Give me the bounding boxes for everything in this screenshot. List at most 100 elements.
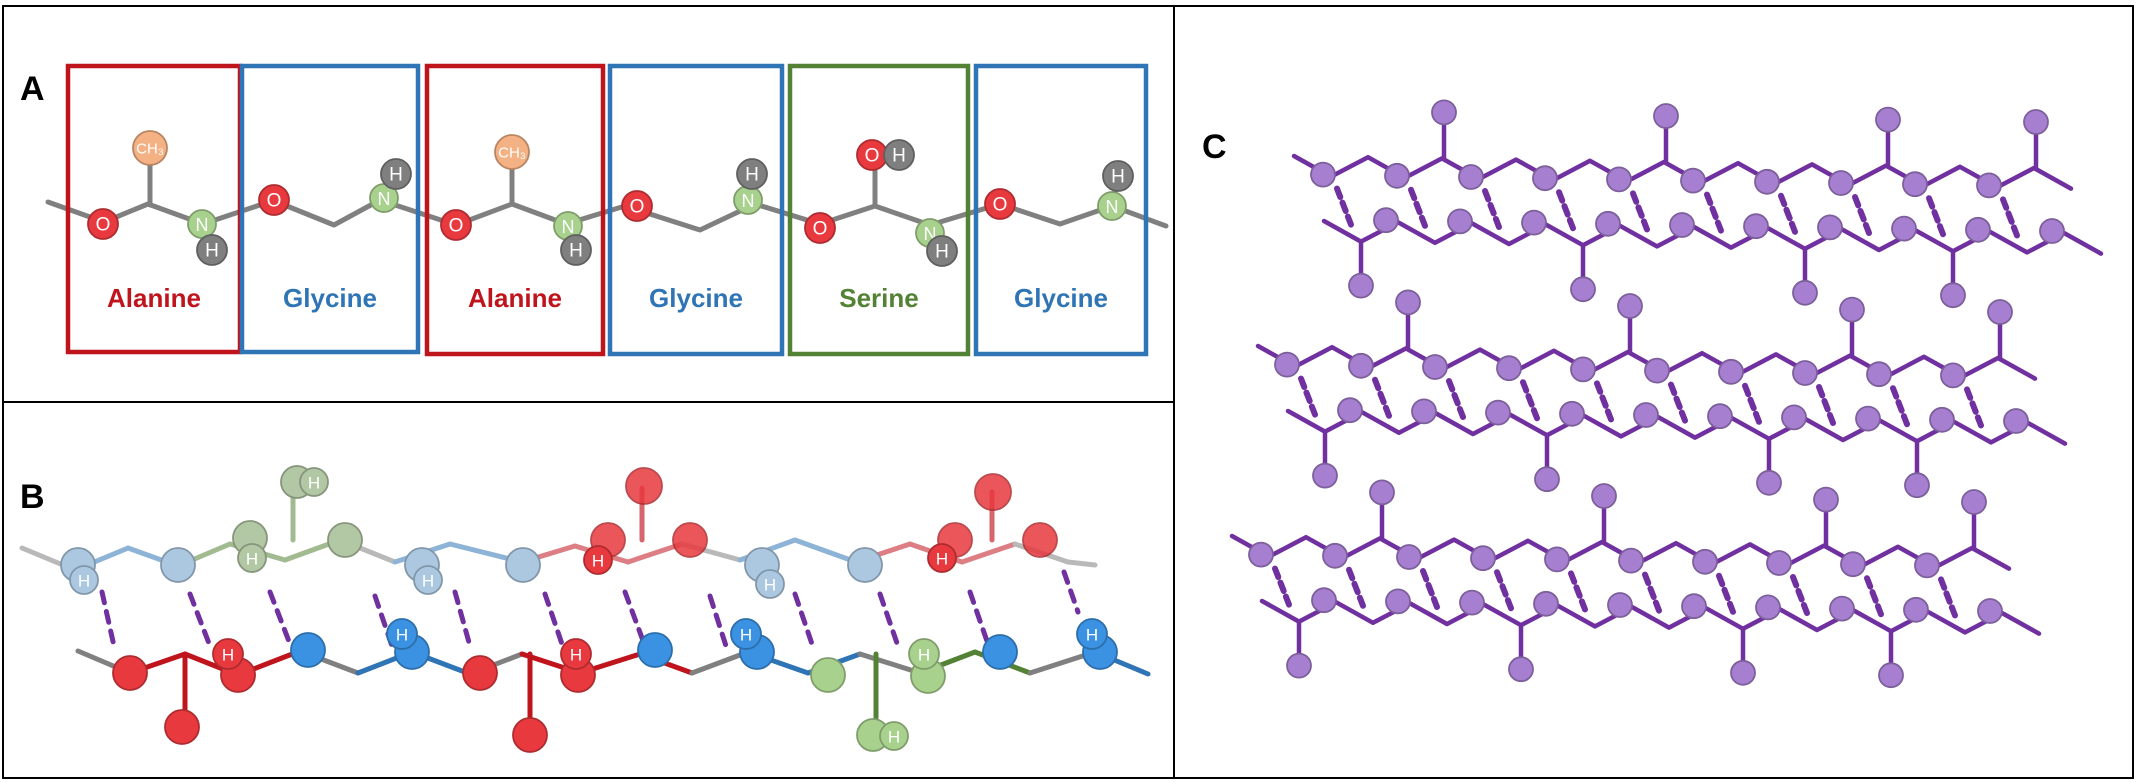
bottom-hydrogen-atom-circle	[730, 618, 762, 650]
sheet-strand-atom	[1385, 588, 1411, 615]
sheet-strand-atom-circle	[1681, 593, 1707, 620]
sheet-strand-atom-circle	[1829, 595, 1855, 622]
nitrogen-atom-label: N	[742, 191, 755, 211]
sheet-side-atom-circle	[1591, 483, 1617, 509]
residue-label: Alanine	[107, 283, 201, 313]
bottom-hydrogen-atom-label: H	[918, 646, 930, 665]
sheet-side-atom	[1875, 106, 1901, 133]
sheet-strand-atom-circle	[1743, 213, 1769, 240]
sheet-side-atom	[1431, 99, 1457, 126]
sheet-strand-atom-circle	[1929, 406, 1955, 433]
sheet-hydrogen-bond	[1298, 375, 1318, 418]
sheet-strand-atom-circle	[1754, 168, 1780, 195]
sheet-strand-atom-circle	[1348, 352, 1374, 379]
sheet-strand-atom-circle	[1792, 360, 1818, 386]
bottom-chain-atom-circle	[637, 632, 673, 668]
sheet-strand-atom	[1570, 356, 1596, 383]
bottom-chain-atom	[290, 632, 326, 668]
sheet-strand-atom	[1929, 406, 1955, 433]
oxygen-atom: O	[804, 212, 836, 244]
sheet-side-atom-circle	[1534, 466, 1560, 493]
sheet-strand-atom-circle	[1532, 165, 1558, 192]
oxygen-atom: O	[984, 188, 1016, 220]
sheet-strand-atom-circle	[1373, 207, 1399, 234]
sheet-side-atom	[1653, 103, 1679, 129]
sheet-hydrogen-bond	[1816, 384, 1836, 426]
sheet-side-atom-circle	[1570, 276, 1596, 303]
residue-label: Glycine	[1014, 283, 1108, 313]
bottom-chain-atom	[112, 655, 148, 691]
sheet-side-atom-circle	[1875, 106, 1901, 133]
serine-hydrogen-atom: H	[879, 721, 909, 751]
sheet-strand-atom	[1618, 547, 1644, 574]
sheet-strand-atom	[1411, 398, 1437, 425]
sheet-side-atom	[1591, 483, 1617, 509]
serine-hydrogen-atom-circle	[299, 467, 329, 497]
sheet-side-atom	[1348, 272, 1374, 299]
oxygen-atom-circle	[87, 208, 119, 240]
top-hydrogen-atom-label: H	[592, 552, 604, 571]
sheet-strand-atom-circle	[1976, 172, 2002, 199]
bottom-hydrogen-atom: H	[560, 638, 592, 670]
bottom-hydrogen-atom-label: H	[396, 626, 408, 645]
sheet-strand-atom-circle	[1470, 545, 1496, 572]
oxygen-atom-label: O	[267, 191, 282, 212]
sheet-side-atom	[1312, 462, 1338, 489]
sheet-side-atom	[1813, 486, 1839, 513]
sheet-hydrogen-bond	[1642, 571, 1662, 614]
hydrogen-atom-label: H	[745, 165, 759, 186]
residue-label: Alanine	[468, 283, 562, 313]
sheet-strand-atom	[1311, 587, 1337, 614]
bottom-hydrogen-atom-label: H	[570, 646, 582, 665]
serine-hydrogen-atom-label: H	[888, 728, 900, 747]
hydrogen-atom: H	[196, 234, 228, 266]
sheet-strand-atom	[1692, 548, 1718, 575]
sheet-side-atom-circle	[1653, 103, 1679, 129]
sheet-side-atom-circle	[1395, 289, 1421, 316]
sheet-side-atom-circle	[1940, 282, 1966, 309]
sheet-hydrogen-bond	[1482, 188, 1502, 230]
sheet-strand-atom	[2003, 408, 2029, 434]
sheet-strand-atom-circle	[1840, 551, 1866, 578]
oxygen-atom: O	[440, 209, 472, 241]
sheet-strand-atom-circle	[1633, 402, 1659, 428]
sheet-strand-atom	[1348, 352, 1374, 379]
panel-c-letter: C	[1202, 128, 1227, 166]
sheet-hydrogen-bond	[1890, 385, 1910, 428]
bottom-hydrogen-atom: H	[212, 638, 244, 670]
sheet-strand-atom-circle	[1311, 587, 1337, 614]
top-hydrogen-atom: H	[413, 565, 443, 595]
sheet-side-atom-circle	[1961, 489, 1987, 515]
top-chain-atom-circle	[672, 522, 708, 558]
hydrogen-atom-label: H	[935, 242, 949, 263]
bottom-chain-atom	[637, 632, 673, 668]
sheet-hydrogen-bond	[2000, 196, 2020, 239]
sheet-strand-atom	[1606, 166, 1632, 193]
hydrogen-bond	[967, 589, 991, 647]
bottom-hydrogen-atom-circle	[212, 638, 244, 670]
sheet-strand-atom-circle	[2003, 408, 2029, 434]
hydrogen-bond	[1061, 569, 1081, 615]
oxygen-atom-circle	[621, 190, 653, 222]
methyl-label: CH₃	[498, 145, 526, 162]
hydrogen-atom-circle	[560, 234, 592, 266]
sheet-side-atom-circle	[1369, 479, 1395, 506]
sheet-strand-atom	[1532, 165, 1558, 192]
residue-serine-5: Serine	[787, 63, 971, 357]
sheet-strand-atom	[1669, 212, 1695, 238]
nitrogen-atom-label: N	[196, 215, 209, 235]
sheet-side-atom-circle	[1348, 272, 1374, 299]
oxygen-atom-circle	[984, 188, 1016, 220]
hydrogen-bond	[622, 589, 648, 649]
top-chain-atom	[1022, 522, 1058, 558]
sheet-top-strand	[1291, 153, 2074, 191]
sheet-strand-atom-circle	[1248, 541, 1274, 568]
sheet-strand-atom	[1607, 592, 1633, 618]
top-hydrogen-atom-label: H	[764, 576, 776, 595]
alanine-methyl-atom-circle	[625, 467, 663, 505]
top-hydrogen-atom-circle	[237, 543, 267, 573]
bottom-hydrogen-atom: H	[1076, 618, 1108, 650]
sheet-strand-atom	[1533, 590, 1559, 617]
nitrogen-atom-label: N	[562, 217, 575, 237]
sheet-hydrogen-bond	[1716, 572, 1736, 615]
